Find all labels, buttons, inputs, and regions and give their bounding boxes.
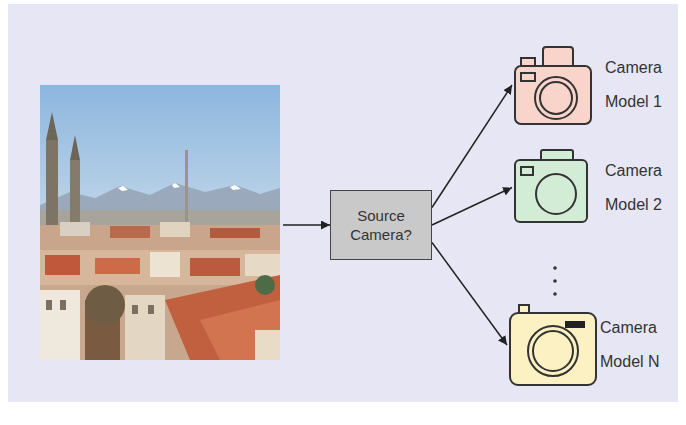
- camera-icon: [510, 305, 596, 385]
- camera-label: Camera Model 2: [605, 154, 671, 222]
- process-box: Source Camera?: [330, 190, 432, 260]
- panel-background: [8, 4, 678, 402]
- camera-label: Camera Model 1: [605, 51, 671, 119]
- connector-arrow: [432, 243, 507, 346]
- city-photo: [40, 85, 280, 360]
- connector-arrow: [432, 188, 512, 226]
- camera-node: Camera Model N: [507, 300, 676, 390]
- ellipsis-dots: [553, 266, 557, 296]
- camera-icon: [515, 47, 591, 124]
- camera-node: Camera Model 1: [512, 40, 676, 130]
- camera-label: Camera Model N: [600, 311, 666, 379]
- camera-node: Camera Model 2: [512, 145, 676, 230]
- input-arrow: [283, 224, 330, 226]
- connector-arrow: [432, 85, 512, 208]
- camera-icon: [515, 150, 587, 222]
- box-label: Source Camera?: [337, 206, 425, 244]
